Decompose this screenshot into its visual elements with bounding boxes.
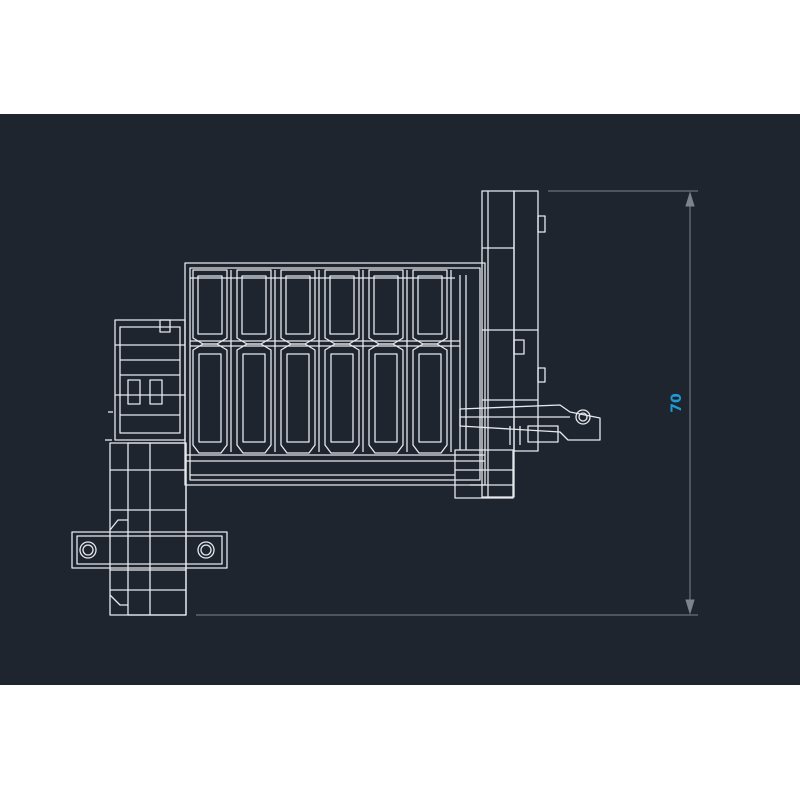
- right-tower: [454, 190, 546, 499]
- dimension-label: 70: [669, 393, 685, 413]
- part-outline: [71, 190, 601, 616]
- dimension-arrow-top: [685, 191, 695, 207]
- dimension-arrow-bottom: [685, 599, 695, 615]
- cad-drawing: 70: [0, 114, 800, 685]
- lever-arm: [459, 404, 601, 445]
- cad-viewport[interactable]: 70: [0, 114, 800, 685]
- dimension-group: [196, 190, 698, 616]
- bottom-boss: [71, 442, 228, 616]
- left-stack: [105, 319, 186, 441]
- rib-cells: [192, 269, 452, 454]
